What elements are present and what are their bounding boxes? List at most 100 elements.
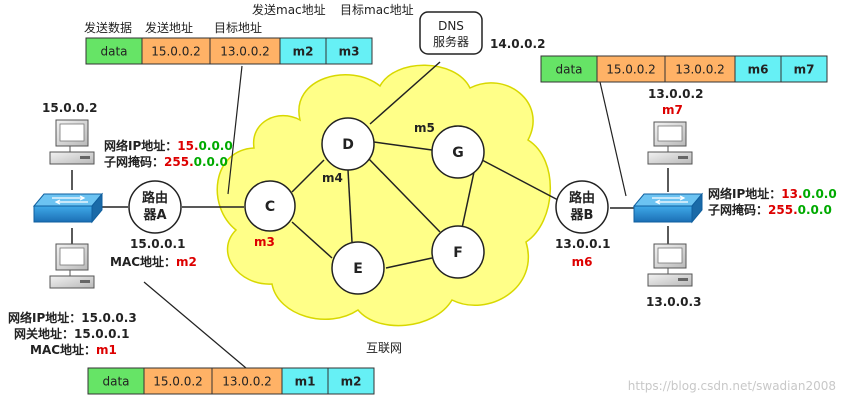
router-a-ip: 15.0.0.1: [130, 237, 185, 251]
pc-left-bottom-icon: [49, 243, 95, 289]
packet-right-cell-ip: 13.0.0.2: [664, 55, 736, 83]
router-a-label-line2: 器A: [142, 208, 166, 223]
left-network-labels: 15.0.0.2 网络IP地址：15.0.0.0 子网掩码：255.0.0.0 …: [8, 101, 233, 357]
packet-bottom-cell-ip: 13.0.0.2: [211, 367, 283, 395]
pointer-right-packet: [599, 81, 627, 197]
left-network-ip: 网络IP地址：15.0.0.0: [104, 138, 233, 153]
right-network-labels: 13.0.0.2 m7 网络IP地址：13.0.0.0 子网掩码：255.0.0…: [646, 87, 837, 309]
packet-top-cell-mac: m3: [325, 37, 373, 65]
pc-left-top-icon: [49, 119, 95, 165]
right-network-mask: 子网掩码：255.0.0.0: [708, 202, 832, 217]
dns-label-line2: 服务器: [433, 34, 469, 49]
packet-bottom-cell-ip: 15.0.0.2: [143, 367, 213, 395]
packet-top-cell-ip: 13.0.0.2: [209, 37, 281, 65]
dns-server: DNS 服务器 14.0.0.2: [419, 11, 545, 55]
left-bottom-host-gateway: 网关地址：15.0.0.1: [14, 326, 129, 341]
packet-top-cell-data: data: [85, 37, 143, 65]
node-g-label: G: [452, 145, 464, 161]
packet-bottom-cell-mac: m1: [281, 367, 329, 395]
left-bottom-host-ip: 网络IP地址：15.0.0.3: [8, 310, 137, 325]
packet-bottom-cell-text: data: [102, 375, 129, 389]
link-G-routerB: [481, 159, 559, 201]
link-G-F: [461, 171, 475, 229]
node-e-label: E: [353, 261, 363, 277]
node-d-label: D: [342, 137, 354, 153]
dns-label-line1: DNS: [438, 19, 464, 33]
router-b-mac: m6: [572, 255, 593, 269]
right-top-host-mac: m7: [662, 103, 683, 117]
pc-right-bottom-icon: [647, 243, 693, 287]
pc-right-top-icon: [647, 121, 693, 165]
packet-top-cell-text: 13.0.0.2: [220, 45, 270, 59]
packet-top-cell-ip: 15.0.0.2: [141, 37, 211, 65]
header-send-data: 发送数据: [84, 20, 132, 35]
packet-right-cell-text: data: [555, 63, 582, 77]
switch-right-icon: [632, 192, 704, 224]
packet-top-cell-text: m2: [293, 45, 314, 59]
link-D-G: [373, 141, 433, 151]
packet-top-cell-mac: m2: [279, 37, 327, 65]
packet-pointers: [143, 65, 627, 369]
packet-bottom-cell-text: m1: [295, 375, 316, 389]
right-top-host-ip: 13.0.0.2: [648, 87, 703, 101]
packet-right-cell-text: m7: [794, 63, 815, 77]
pointer-bottom-packet: [143, 281, 247, 369]
node-g-mac: m5: [414, 121, 435, 135]
packet-right-cell-mac: m7: [780, 55, 828, 83]
internet-nodes: C D E F G m3 m4 m5 互联网: [244, 117, 485, 355]
node-f: F: [431, 225, 485, 279]
dns-ip: 14.0.0.2: [490, 37, 545, 51]
packet-bottom-cell-text: 13.0.0.2: [222, 375, 272, 389]
node-c-mac: m3: [254, 235, 275, 249]
router-a-mac: MAC地址：m2: [110, 254, 197, 269]
packet-right-cell-text: 15.0.0.2: [606, 63, 656, 77]
packet-right: data 15.0.0.2 13.0.0.2 m6 m7: [540, 55, 828, 83]
node-g: G: [431, 125, 485, 179]
link-C-E: [291, 221, 333, 259]
packet-right-cell-text: 13.0.0.2: [675, 63, 725, 77]
packet-bottom-cell-text: m2: [341, 375, 362, 389]
packet-right-cell-mac: m6: [734, 55, 782, 83]
right-bottom-host-ip: 13.0.0.3: [646, 295, 701, 309]
left-network-mask: 子网掩码：255.0.0.0: [104, 154, 228, 169]
packet-right-cell-text: m6: [748, 63, 769, 77]
link-D-F: [367, 157, 441, 233]
packet-top-cell-text: data: [100, 45, 127, 59]
header-dest-addr: 目标地址: [214, 21, 262, 35]
node-c-label: C: [265, 199, 275, 215]
header-send-mac: 发送mac地址: [252, 2, 326, 17]
router-b-label-line2: 器B: [570, 208, 594, 223]
link-C-D: [291, 159, 325, 193]
router-a-label-line1: 路由: [142, 190, 168, 206]
packet-top-cell-text: 15.0.0.2: [151, 45, 201, 59]
link-D-E: [347, 169, 353, 243]
packet-bottom-cell-text: 15.0.0.2: [153, 375, 203, 389]
internet-label: 互联网: [366, 341, 402, 355]
right-network-ip: 网络IP地址：13.0.0.0: [708, 186, 837, 201]
packet-right-cell-ip: 15.0.0.2: [596, 55, 666, 83]
node-e: E: [331, 241, 385, 295]
router-b: 路由 器B 13.0.0.1 m6: [555, 180, 610, 269]
left-top-host-ip: 15.0.0.2: [42, 101, 97, 115]
router-a: 路由 器A 15.0.0.1 MAC地址：m2: [110, 180, 197, 269]
node-f-label: F: [453, 245, 463, 261]
node-c: C: [244, 180, 296, 232]
router-b-label-line1: 路由: [569, 190, 595, 206]
header-send-addr: 发送地址: [145, 20, 193, 35]
packet-top: data 15.0.0.2 13.0.0.2 m2 m3: [85, 37, 373, 65]
node-d: D: [321, 117, 375, 171]
router-b-ip: 13.0.0.1: [555, 237, 610, 251]
packet-bottom: data 15.0.0.2 13.0.0.2 m1 m2: [87, 367, 375, 395]
packet-headers: 发送数据 发送地址 目标地址 发送mac地址 目标mac地址: [84, 2, 414, 35]
pointer-top-packet: [227, 65, 243, 195]
node-d-mac: m4: [322, 171, 343, 185]
packet-top-cell-text: m3: [339, 45, 360, 59]
packet-bottom-cell-data: data: [87, 367, 145, 395]
header-dest-mac: 目标mac地址: [340, 3, 414, 17]
packet-bottom-cell-mac: m2: [327, 367, 375, 395]
left-bottom-host-mac: MAC地址：m1: [30, 342, 117, 357]
switch-left-icon: [32, 192, 104, 224]
packet-right-cell-data: data: [540, 55, 598, 83]
